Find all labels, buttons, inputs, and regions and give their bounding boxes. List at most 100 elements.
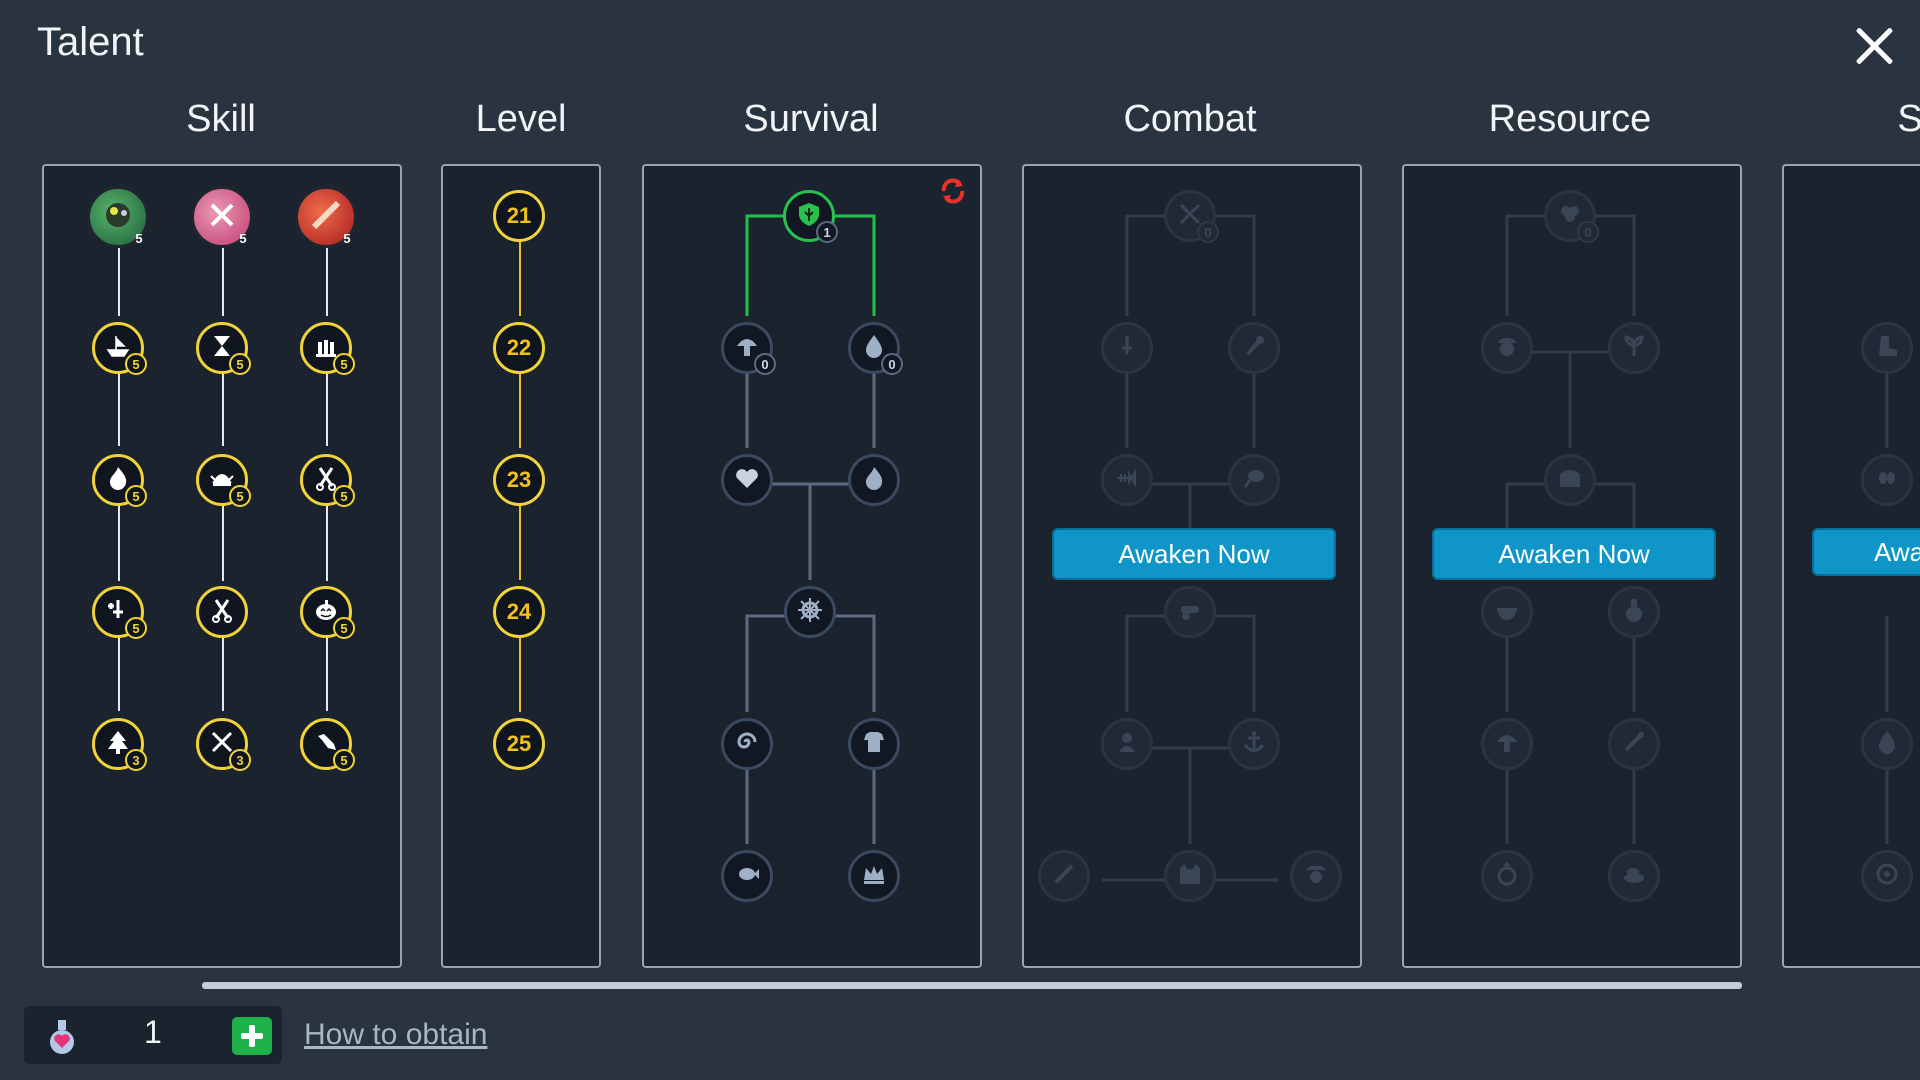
skill-node[interactable]: 5 (196, 322, 251, 375)
shield-leaf-icon (795, 200, 823, 233)
armor-icon (860, 728, 888, 761)
resource-node[interactable] (1481, 586, 1533, 638)
combat-node-root[interactable]: 0 (1164, 190, 1219, 243)
survival-count: 0 (754, 353, 776, 375)
level-node-21[interactable]: 21 (493, 190, 545, 242)
survival-node[interactable] (721, 850, 773, 902)
skill-count: 5 (135, 230, 143, 246)
resource-node[interactable] (1544, 454, 1596, 506)
wand-icon (1620, 728, 1648, 761)
skill-top-creature[interactable]: 5 (87, 186, 149, 248)
skill-node[interactable]: 3 (92, 718, 147, 771)
mushroom-icon (1493, 728, 1521, 761)
level-node-22[interactable]: 22 (493, 322, 545, 374)
sword-icon (1050, 860, 1078, 893)
skill-count: 5 (239, 230, 247, 246)
partial-node[interactable] (1861, 454, 1913, 506)
survival-node[interactable]: 0 (848, 322, 903, 375)
treasure-chest-icon (1556, 464, 1584, 497)
mushroom-icon (733, 332, 761, 365)
pirate-skull-icon (1302, 860, 1330, 893)
survival-node[interactable] (848, 454, 900, 506)
survival-panel: 1 0 0 (642, 164, 982, 968)
skill-node[interactable]: 5 (300, 454, 355, 507)
survival-node[interactable] (848, 850, 900, 902)
skill-node[interactable]: 5 (300, 586, 355, 639)
partial-node[interactable] (1861, 850, 1913, 902)
crossed-swords-pink-icon (204, 197, 240, 238)
skill-node[interactable] (196, 586, 248, 638)
combat-node[interactable] (1038, 850, 1090, 902)
close-icon[interactable] (1852, 24, 1896, 68)
fire-icon (860, 464, 888, 497)
resource-node[interactable] (1481, 850, 1533, 902)
resource-count: 0 (1577, 221, 1599, 243)
how-to-obtain-link[interactable]: How to obtain (304, 1018, 488, 1051)
column-title-skill: Skill (186, 98, 256, 140)
window-title: Talent (37, 20, 144, 64)
plus-icon[interactable] (232, 1017, 272, 1055)
resource-node[interactable] (1481, 718, 1533, 770)
skill-top-crossed[interactable]: 5 (191, 186, 253, 248)
resource-node[interactable] (1608, 718, 1660, 770)
combat-node[interactable] (1290, 850, 1342, 902)
combat-node[interactable] (1164, 850, 1216, 902)
torch-icon (1240, 332, 1268, 365)
survival-node-root[interactable]: 1 (783, 190, 838, 243)
level-node-25[interactable]: 25 (493, 718, 545, 770)
skill-node[interactable]: 3 (196, 718, 251, 771)
ship-icon (104, 332, 132, 365)
skill-node[interactable]: 5 (300, 322, 355, 375)
skill-node[interactable]: 5 (300, 718, 355, 771)
water-drop-icon (860, 332, 888, 365)
green-creature-icon (100, 197, 136, 238)
combat-node[interactable] (1228, 322, 1280, 374)
boot-icon (1873, 332, 1901, 365)
horizontal-scrollbar[interactable] (202, 982, 1742, 989)
column-title-combat: Combat (1123, 98, 1257, 140)
plant-icon (1620, 332, 1648, 365)
skill-panel: 5 5 5 5 5 5 5 5 5 5 5 3 3 5 (42, 164, 402, 968)
level-node-23[interactable]: 23 (493, 454, 545, 506)
skill-count: 3 (229, 749, 251, 771)
combat-node[interactable] (1228, 718, 1280, 770)
combat-node[interactable] (1164, 586, 1216, 638)
survival-node[interactable] (848, 718, 900, 770)
resource-node[interactable] (1608, 322, 1660, 374)
combat-awaken-button[interactable]: Awaken Now (1052, 528, 1336, 580)
ship-wheel-icon (796, 596, 824, 629)
combat-node[interactable] (1101, 322, 1153, 374)
skill-count: 5 (333, 353, 355, 375)
survival-node[interactable]: 0 (721, 322, 776, 375)
tree-icon (104, 728, 132, 761)
resource-node-root[interactable]: 0 (1544, 190, 1599, 243)
skill-node[interactable]: 5 (92, 586, 147, 639)
level-node-24[interactable]: 24 (493, 586, 545, 638)
survival-count: 1 (816, 221, 838, 243)
skill-count: 5 (229, 485, 251, 507)
anchor-icon (1240, 728, 1268, 761)
partial-node[interactable] (1861, 322, 1913, 374)
partial-awaken-button[interactable]: Awa (1812, 528, 1920, 576)
survival-node[interactable] (721, 454, 773, 506)
combat-node[interactable] (1101, 454, 1153, 506)
skill-node[interactable]: 5 (196, 454, 251, 507)
resource-node[interactable] (1608, 586, 1660, 638)
refresh-icon[interactable] (936, 174, 970, 208)
level-connectors (519, 221, 521, 712)
survival-node[interactable] (721, 718, 773, 770)
red-sword-icon (308, 197, 344, 238)
combat-node[interactable] (1101, 718, 1153, 770)
skill-node[interactable]: 5 (92, 322, 147, 375)
partial-node[interactable] (1861, 718, 1913, 770)
potion-icon (1620, 596, 1648, 629)
meat-icon (1240, 464, 1268, 497)
combat-node[interactable] (1228, 454, 1280, 506)
resource-node[interactable] (1481, 322, 1533, 374)
skill-top-sword[interactable]: 5 (295, 186, 357, 248)
resource-node[interactable] (1608, 850, 1660, 902)
crossed-blades-icon (208, 728, 236, 761)
survival-node[interactable] (784, 586, 836, 638)
skill-node[interactable]: 5 (92, 454, 147, 507)
resource-awaken-button[interactable]: Awaken Now (1432, 528, 1716, 580)
